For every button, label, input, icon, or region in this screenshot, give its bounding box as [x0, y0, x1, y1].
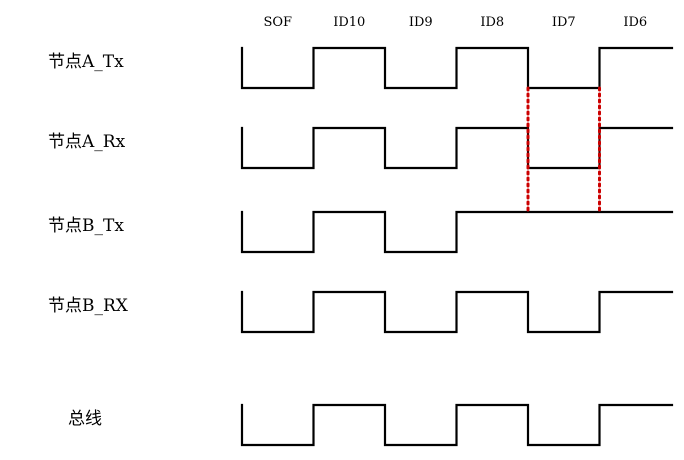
- waveforms: [240, 46, 674, 447]
- bit-label-sof: SOF: [263, 15, 292, 30]
- signal-labels: 节点A_Tx 节点A_Rx 节点B_Tx 节点B_RX 总线: [48, 52, 129, 429]
- signal-label-1: 节点A_Rx: [48, 132, 126, 152]
- bit-label-id10: ID10: [333, 15, 365, 30]
- signal-label-3: 节点B_RX: [48, 296, 129, 316]
- waveform-2: [240, 210, 674, 254]
- bit-label-id6: ID6: [623, 15, 647, 30]
- bit-label-id9: ID9: [409, 15, 433, 30]
- bit-labels: SOF ID10 ID9 ID8 ID7 ID6: [263, 15, 647, 30]
- waveform-1: [240, 126, 674, 170]
- bit-label-id7: ID7: [552, 15, 576, 30]
- waveform-0: [240, 46, 674, 90]
- signal-label-2: 节点B_Tx: [48, 216, 124, 236]
- signal-label-0: 节点A_Tx: [48, 52, 124, 72]
- waveform-3: [240, 290, 674, 334]
- signal-label-4: 总线: [68, 409, 102, 429]
- bit-label-id8: ID8: [480, 15, 504, 30]
- arbitration-markers: [526, 86, 601, 214]
- waveform-4: [240, 403, 674, 447]
